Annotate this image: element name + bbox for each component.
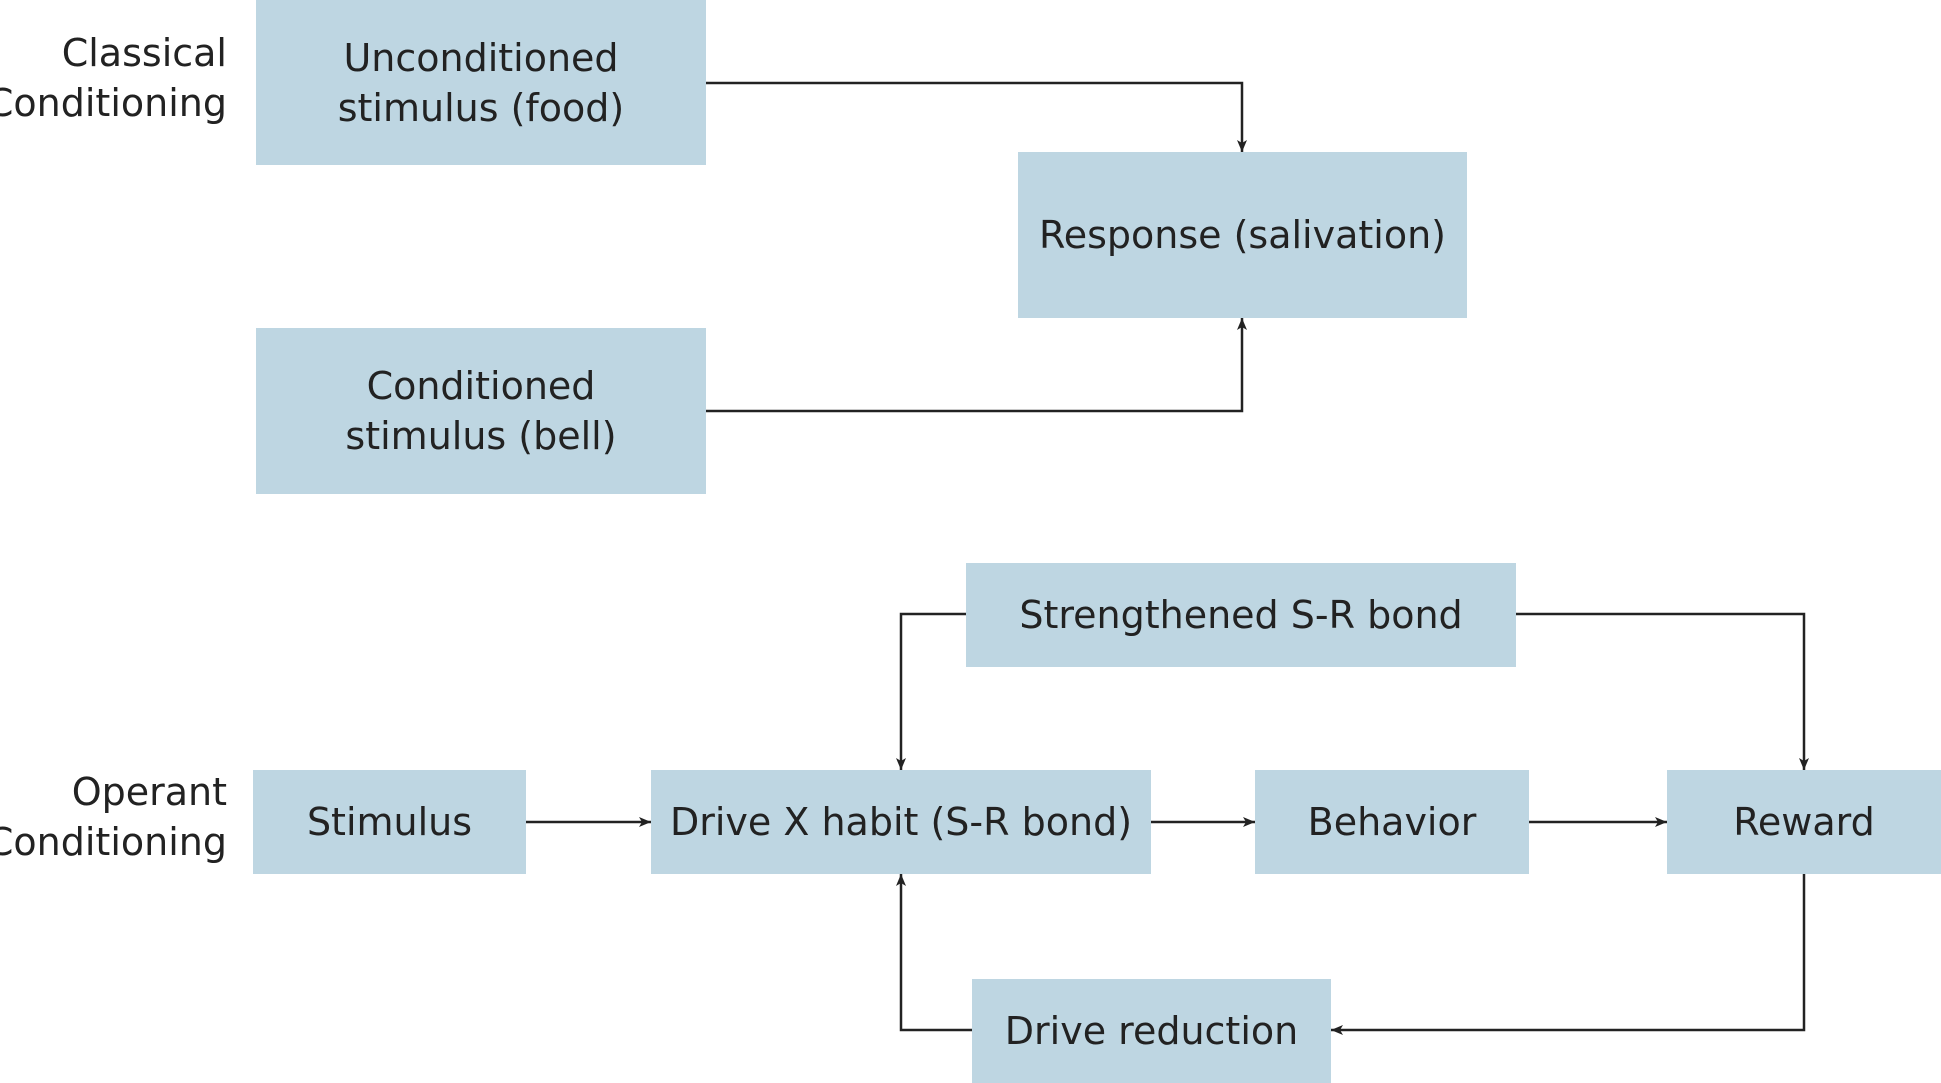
edge-strengthened-drive <box>896 612 966 770</box>
edge-drive-reduction-drive <box>896 874 972 1032</box>
node-stimulus: Stimulus <box>253 770 526 874</box>
node-drive-reduction: Drive reduction <box>972 979 1331 1083</box>
edge-reward-drive-reduction <box>1331 874 1806 1035</box>
node-conditioned-stimulus: Conditioned stimulus (bell) <box>256 328 706 494</box>
node-unconditioned-stimulus: Unconditioned stimulus (food) <box>256 0 706 165</box>
node-reward: Reward <box>1667 770 1941 874</box>
operant-conditioning-label: Operant Conditioning <box>0 770 227 864</box>
edge-unconditioned-response <box>706 81 1247 152</box>
node-behavior: Behavior <box>1255 770 1529 874</box>
node-response: Response (salivation) <box>1018 152 1467 318</box>
edge-strengthened-reward <box>1516 612 1809 770</box>
node-strengthened-bond: Strengthened S-R bond <box>966 563 1516 667</box>
edge-conditioned-response <box>706 318 1247 413</box>
node-drive-habit: Drive X habit (S-R bond) <box>651 770 1151 874</box>
classical-conditioning-label: Classical Conditioning <box>0 31 227 125</box>
